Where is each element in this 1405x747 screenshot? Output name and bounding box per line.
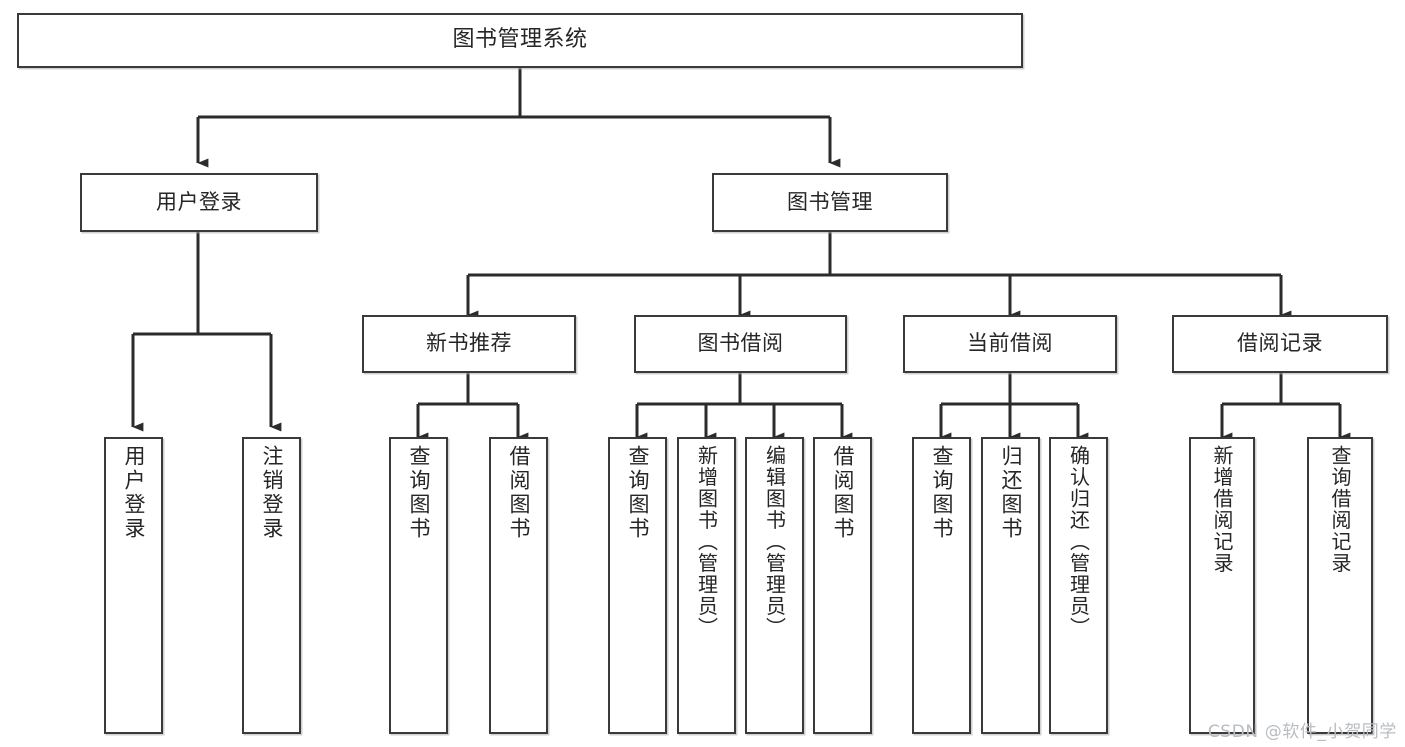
node-label: 图书借阅 [697, 331, 784, 356]
node-book-management[interactable]: 图书管理 [712, 173, 948, 232]
node-current-borrow[interactable]: 当前借阅 [903, 315, 1117, 373]
leaf-confirm-return-admin[interactable]: 确认归还（管理员） [1049, 437, 1108, 734]
watermark-text: CSDN @软件_小贺同学 [1207, 722, 1397, 742]
node-label: 归还图书 [999, 445, 1023, 541]
node-label: 查询借阅记录 [1328, 445, 1352, 574]
leaf-return-book[interactable]: 归还图书 [981, 437, 1040, 734]
node-label: 图书管理系统 [452, 27, 588, 53]
node-label: 借阅图书 [831, 445, 855, 541]
node-label: 新增借阅记录 [1210, 445, 1234, 574]
node-label: 用户登录 [122, 445, 146, 541]
node-label: 图书管理 [787, 189, 873, 214]
leaf-query-book-new[interactable]: 查询图书 [389, 437, 448, 734]
node-label: 查询图书 [407, 445, 431, 541]
leaf-user-login[interactable]: 用户登录 [104, 437, 163, 734]
node-label: 查询图书 [626, 445, 650, 541]
node-label: 用户登录 [156, 189, 242, 214]
leaf-borrow-book-new[interactable]: 借阅图书 [489, 437, 548, 734]
node-label: 查询图书 [930, 445, 954, 541]
leaf-query-book-current[interactable]: 查询图书 [912, 437, 971, 734]
node-label: 编辑图书（管理员） [762, 445, 787, 639]
node-root-system[interactable]: 图书管理系统 [17, 13, 1023, 68]
leaf-logout[interactable]: 注销登录 [242, 437, 301, 734]
leaf-query-book-borrow[interactable]: 查询图书 [608, 437, 667, 734]
node-label: 确认归还（管理员） [1066, 445, 1091, 639]
leaf-query-borrow-record[interactable]: 查询借阅记录 [1307, 437, 1373, 734]
node-label: 当前借阅 [967, 331, 1053, 356]
node-label: 借阅记录 [1237, 331, 1323, 356]
leaf-edit-book-admin[interactable]: 编辑图书（管理员） [745, 437, 804, 734]
node-book-borrow[interactable]: 图书借阅 [634, 315, 847, 373]
node-label: 新书推荐 [426, 331, 512, 356]
node-label: 新增图书（管理员） [694, 445, 719, 639]
node-label: 注销登录 [260, 445, 284, 541]
node-new-book-recommend[interactable]: 新书推荐 [362, 315, 576, 373]
node-user-login[interactable]: 用户登录 [80, 173, 318, 232]
leaf-add-book-admin[interactable]: 新增图书（管理员） [677, 437, 736, 734]
node-borrow-record[interactable]: 借阅记录 [1172, 315, 1388, 373]
leaf-borrow-book[interactable]: 借阅图书 [813, 437, 872, 734]
leaf-add-borrow-record[interactable]: 新增借阅记录 [1189, 437, 1255, 734]
node-label: 借阅图书 [507, 445, 531, 541]
